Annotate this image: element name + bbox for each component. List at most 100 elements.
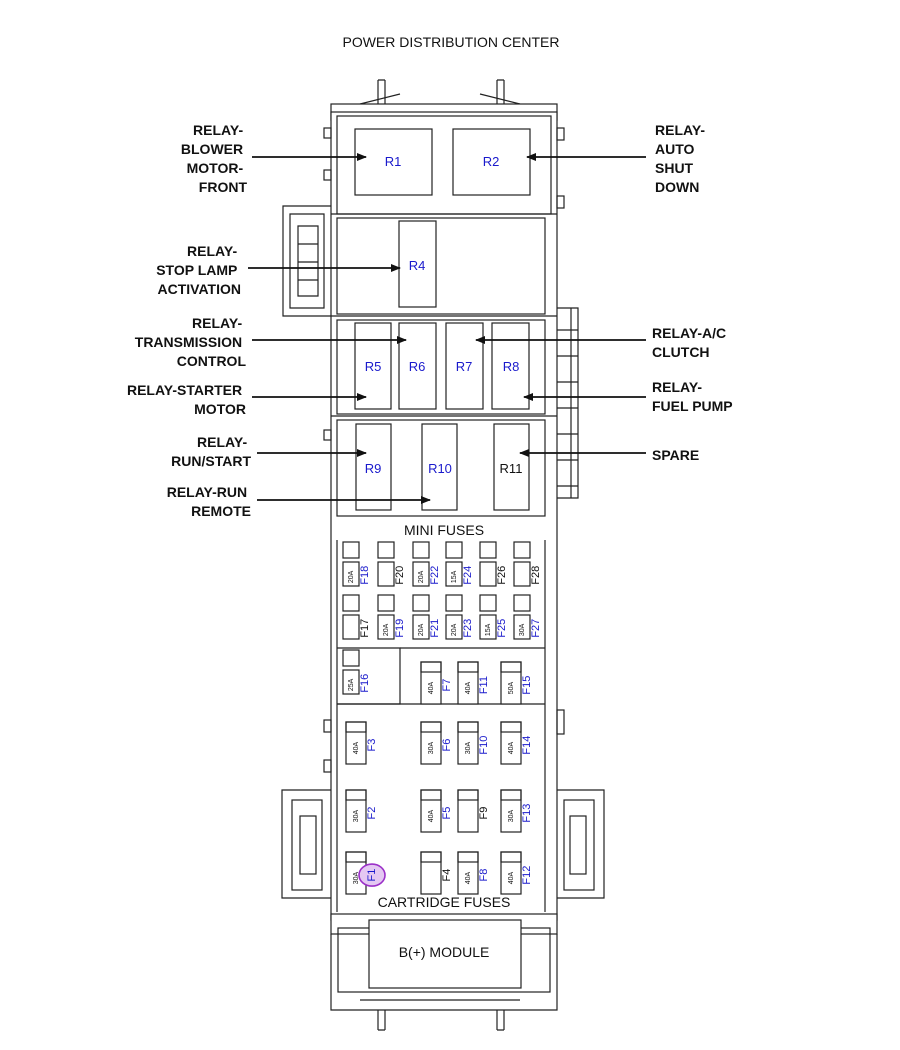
fuse-id: F5 [441, 807, 453, 820]
fuse-body [342, 561, 360, 587]
housing [281, 79, 605, 1031]
relay-label-r2: RELAY- AUTO SHUT DOWN [655, 122, 709, 195]
fuse-body [412, 561, 430, 587]
fuse-amp-rating: 40A [353, 741, 360, 754]
mini-fuse: F26 [479, 561, 508, 587]
fuse-body [412, 614, 430, 640]
fuse-body [445, 614, 463, 640]
cartridge-fuse: 40A F14 [500, 721, 533, 765]
fuse-cap [420, 851, 442, 863]
fuse-cap [500, 661, 522, 673]
fuse-cap [345, 789, 367, 801]
fuse-id: F21 [429, 619, 441, 638]
fuse-cap [457, 661, 479, 673]
fuse-amp-rating: 40A [465, 871, 472, 884]
relay-label-r9: RELAY- RUN/START [171, 434, 251, 469]
cartridge-fuse: F9 [457, 789, 490, 833]
fuse-amp-rating: 40A [428, 809, 435, 822]
fuse-cap [420, 661, 442, 673]
fuse-cap [420, 721, 442, 733]
b-plus-module-label: B(+) MODULE [399, 944, 490, 960]
fuse-body [457, 789, 479, 833]
mini-fuse: 15A F24 [445, 561, 474, 587]
fuse-amp-rating: 30A [519, 623, 526, 636]
fuse-id: F7 [441, 679, 453, 692]
fuse-body [420, 851, 442, 895]
relay-id: R7 [456, 359, 473, 374]
fuse-amp-rating: 50A [508, 681, 515, 694]
fuse-amp-rating: 30A [428, 741, 435, 754]
fuse-amp-rating: 30A [353, 871, 360, 884]
fuse-id: F12 [521, 866, 533, 885]
fuse-amp-rating: 30A [465, 741, 472, 754]
fuse-amp-rating: 20A [418, 623, 425, 636]
fuse-id: F1 [366, 869, 378, 882]
fuse-amp-rating: 15A [451, 570, 458, 583]
relays: R1 R2 R4 R5 R6 R7 R8 R9 R10 R11 [354, 128, 531, 511]
fuse-id: F23 [462, 619, 474, 638]
fuse-cap [420, 789, 442, 801]
mini-fuse: F28 [513, 561, 542, 587]
fuse-cap [345, 721, 367, 733]
relay-label-r10: RELAY-RUN REMOTE [167, 484, 251, 519]
cartridge-fuse: 30A F1 [345, 851, 386, 895]
relay-id: R6 [409, 359, 426, 374]
cartridge-fuse: 30A F10 [457, 721, 490, 765]
fuse-id: F10 [478, 736, 490, 755]
mini-fuse: F17 [342, 614, 371, 640]
cartridge-fuse: 40A F12 [500, 851, 533, 895]
fuse-amp-rating: 20A [451, 623, 458, 636]
relay-id: R4 [409, 258, 426, 273]
fuse-id: F14 [521, 736, 533, 755]
mini-fuse: 20A F21 [412, 614, 441, 640]
relay-label-r5: RELAY-STARTER MOTOR [127, 382, 246, 417]
fuse-body [377, 614, 395, 640]
fuse-id: F2 [366, 807, 378, 820]
cartridge-fuse: 30A F6 [420, 721, 453, 765]
fuse-amp-rating: 40A [508, 871, 515, 884]
fuse-id: F24 [462, 566, 474, 585]
fuse-amp-rating: 30A [353, 809, 360, 822]
fuse-body [513, 561, 531, 587]
fuse-id: F22 [429, 566, 441, 585]
cartridge-fuse: 30A F2 [345, 789, 378, 833]
fuse-amp-rating: 40A [428, 681, 435, 694]
fuse-highlight [358, 863, 386, 887]
fuse-body [479, 561, 497, 587]
fuse-id: F15 [521, 676, 533, 695]
fuse-cap [500, 721, 522, 733]
relay-id: R8 [503, 359, 520, 374]
fuse-body [342, 614, 360, 640]
fuse-id: F27 [530, 619, 542, 638]
fuse-cap [457, 851, 479, 863]
fuse-id: F25 [496, 619, 508, 638]
relay-id: R1 [385, 154, 402, 169]
fuse-id: F28 [530, 566, 542, 585]
mini-fuse-sockets [342, 541, 531, 667]
relay-label-r6: RELAY- TRANSMISSION CONTROL [135, 315, 247, 369]
fuse-body [513, 614, 531, 640]
fuse-id: F6 [441, 739, 453, 752]
fuse-amp-rating: 40A [508, 741, 515, 754]
fuse-body [479, 614, 497, 640]
fuse-cap [457, 721, 479, 733]
cartridge-fuse: 40A F7 [420, 661, 453, 705]
cartridge-fuses-label: CARTRIDGE FUSES [378, 894, 511, 910]
relay-id: R10 [428, 461, 452, 476]
mini-fuse: 30A F27 [513, 614, 542, 640]
relay-id: R11 [500, 461, 523, 476]
fuse-amp-rating: 25A [348, 678, 355, 691]
fuse-cap [500, 789, 522, 801]
fuse-id: F20 [394, 566, 406, 585]
mini-fuse: F20 [377, 561, 406, 587]
